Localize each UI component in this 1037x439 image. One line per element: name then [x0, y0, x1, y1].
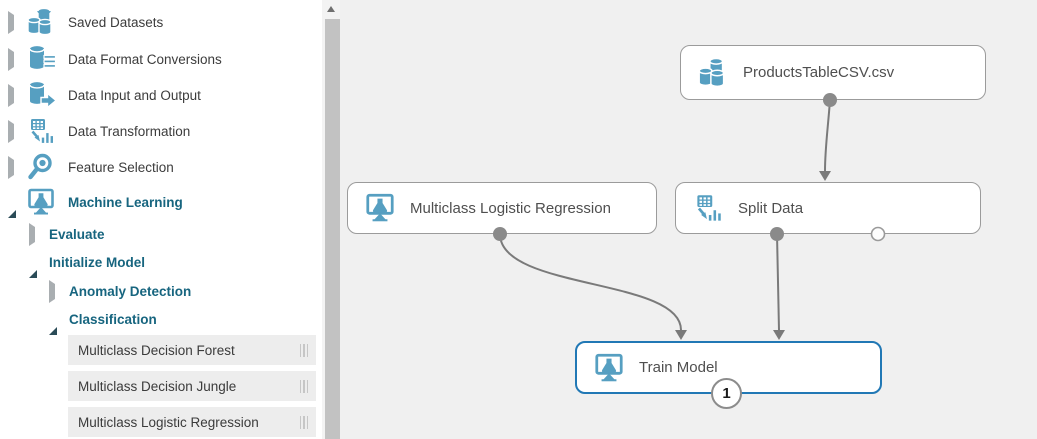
- chevron-expanded-icon: [8, 194, 18, 218]
- chevron-right-icon: [8, 119, 18, 143]
- sidebar-item-label: Evaluate: [49, 226, 105, 242]
- connection-arrowhead: [819, 171, 831, 181]
- drag-grip-icon: [299, 379, 308, 393]
- sidebar-item-label: Classification: [69, 311, 157, 327]
- node-label: ProductsTableCSV.csv: [743, 64, 895, 81]
- module-item-multiclass-decision-forest[interactable]: Multiclass Decision Forest: [68, 335, 316, 365]
- chevron-expanded-icon: [49, 311, 59, 335]
- sidebar-item-initialize-model[interactable]: Initialize Model: [0, 247, 146, 278]
- drag-grip-icon: [299, 343, 308, 357]
- scroll-up-button[interactable]: [322, 0, 340, 18]
- chevron-expanded-icon: [29, 254, 39, 278]
- machine-learning-icon: [592, 351, 626, 385]
- datasets-icon: [25, 7, 57, 37]
- chevron-right-icon: [8, 10, 18, 34]
- sidebar-item-classification[interactable]: Classification: [0, 304, 157, 335]
- sidebar-item-label: Data Input and Output: [68, 87, 201, 103]
- sidebar-item-evaluate[interactable]: Evaluate: [0, 219, 105, 249]
- chevron-right-icon: [8, 47, 18, 71]
- sidebar-item-data-format-conversions[interactable]: Data Format Conversions: [0, 44, 222, 74]
- sidebar-item-data-transformation[interactable]: Data Transformation: [0, 116, 190, 146]
- node-label: Train Model: [639, 359, 718, 376]
- sidebar-item-anomaly-detection[interactable]: Anomaly Detection: [0, 276, 191, 306]
- connection-arrowhead: [675, 330, 687, 340]
- sidebar-item-label: Saved Datasets: [68, 14, 164, 30]
- sidebar-item-label: Initialize Model: [49, 254, 146, 270]
- sidebar-item-machine-learning[interactable]: Machine Learning: [0, 187, 183, 218]
- node-split-data[interactable]: Split Data: [675, 182, 981, 234]
- scroll-up-arrow-icon: [327, 6, 335, 12]
- sidebar-item-saved-datasets[interactable]: Saved Datasets: [0, 7, 163, 37]
- scrollbar-thumb[interactable]: [325, 19, 340, 439]
- sidebar-item-label: Feature Selection: [68, 159, 174, 175]
- format-conversions-icon: [25, 44, 57, 74]
- input-output-icon: [25, 80, 57, 110]
- transformation-icon: [25, 116, 57, 146]
- machine-learning-icon: [363, 191, 397, 225]
- connection-split-to-train: [776, 233, 780, 331]
- chevron-right-icon: [29, 222, 39, 246]
- machine-learning-icon: [25, 187, 57, 217]
- chevron-right-icon: [8, 155, 18, 179]
- sidebar-item-feature-selection[interactable]: Feature Selection: [0, 152, 174, 182]
- module-item-label: Multiclass Decision Forest: [78, 342, 235, 358]
- module-palette-sidebar: Saved Datasets Data Format Conversions: [0, 0, 322, 439]
- feature-selection-icon: [25, 152, 57, 182]
- sidebar-item-label: Data Transformation: [68, 123, 191, 139]
- sidebar-item-data-input-and-output[interactable]: Data Input and Output: [0, 80, 201, 110]
- module-item-label: Multiclass Logistic Regression: [78, 414, 259, 430]
- module-item-multiclass-decision-jungle[interactable]: Multiclass Decision Jungle: [68, 371, 316, 401]
- train-model-output-port-badge[interactable]: 1: [711, 378, 742, 409]
- connection-mlr-to-train: [499, 233, 682, 331]
- chevron-right-icon: [49, 279, 59, 303]
- connection-dataset-to-split: [824, 99, 831, 172]
- node-label: Split Data: [738, 199, 804, 217]
- sidebar-item-label: Machine Learning: [68, 194, 183, 210]
- drag-grip-icon: [299, 415, 308, 429]
- transformation-icon: [691, 191, 725, 225]
- module-item-multiclass-logistic-regression[interactable]: Multiclass Logistic Regression: [68, 407, 316, 437]
- node-label: Multiclass Logistic Regression: [410, 199, 611, 217]
- sidebar-scrollbar[interactable]: [322, 0, 340, 439]
- sidebar-item-label: Anomaly Detection: [69, 283, 192, 299]
- node-products-table-csv[interactable]: ProductsTableCSV.csv: [680, 45, 986, 100]
- dataset-icon: [696, 56, 730, 90]
- module-item-label: Multiclass Decision Jungle: [78, 378, 237, 394]
- sidebar-item-label: Data Format Conversions: [68, 51, 222, 67]
- connection-arrowhead: [773, 330, 785, 340]
- experiment-canvas[interactable]: ProductsTableCSV.csv Multiclass Logistic…: [340, 0, 1037, 439]
- node-multiclass-logistic-regression[interactable]: Multiclass Logistic Regression: [347, 182, 657, 234]
- chevron-right-icon: [8, 83, 18, 107]
